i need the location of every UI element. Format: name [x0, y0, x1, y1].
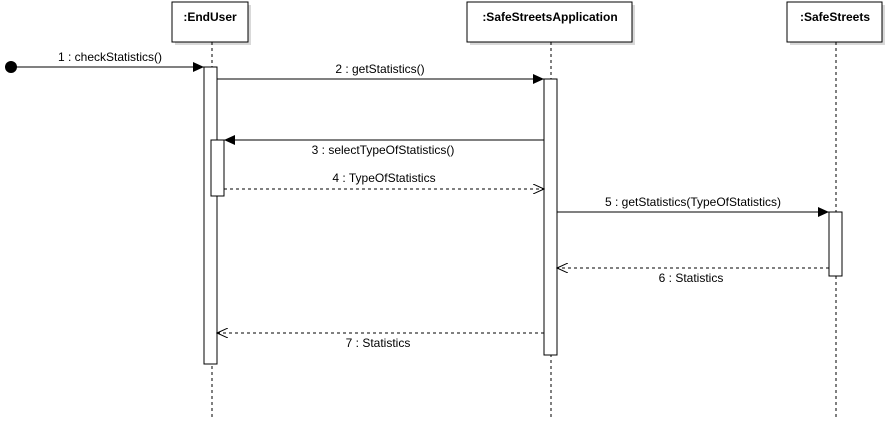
activation-safestreets [828, 211, 843, 277]
message-6-label: 6 : Statistics [659, 271, 724, 285]
lifeline-safestreets-box [786, 1, 883, 43]
message-7-label: 7 : Statistics [346, 336, 411, 350]
message-2: 2 : getStatistics() [217, 62, 544, 84]
lifeline-safestreetsapplication: :SafeStreetsApplication [466, 1, 635, 420]
message-4-label: 4 : TypeOfStatistics [332, 171, 435, 185]
message-1-label: 1 : checkStatistics() [58, 50, 162, 64]
lifeline-enduser: :EndUser [171, 1, 251, 420]
message-3: 3 : selectTypeOfStatistics() [224, 135, 544, 157]
message-2-label: 2 : getStatistics() [335, 62, 424, 76]
lifeline-safestreetsapplication-box [466, 1, 633, 43]
message-5-label: 5 : getStatistics(TypeOfStatistics) [605, 195, 781, 209]
activation-enduser-nested [210, 139, 225, 197]
message-6: 6 : Statistics [557, 268, 829, 285]
message-5: 5 : getStatistics(TypeOfStatistics) [557, 195, 829, 217]
message-7: 7 : Statistics [217, 333, 544, 350]
message-1: 1 : checkStatistics() [5, 50, 204, 73]
message-3-label: 3 : selectTypeOfStatistics() [312, 143, 455, 157]
lifeline-safestreets-label: :SafeStreets [800, 10, 870, 24]
lifeline-safestreets: :SafeStreets [786, 1, 885, 420]
lifeline-enduser-label: :EndUser [183, 10, 237, 24]
lifeline-enduser-box [171, 1, 249, 43]
activation-safestreetsapplication [543, 78, 558, 356]
lifeline-safestreetsapplication-label: :SafeStreetsApplication [482, 10, 617, 24]
message-4: 4 : TypeOfStatistics [224, 171, 544, 189]
activation-enduser [203, 66, 218, 365]
